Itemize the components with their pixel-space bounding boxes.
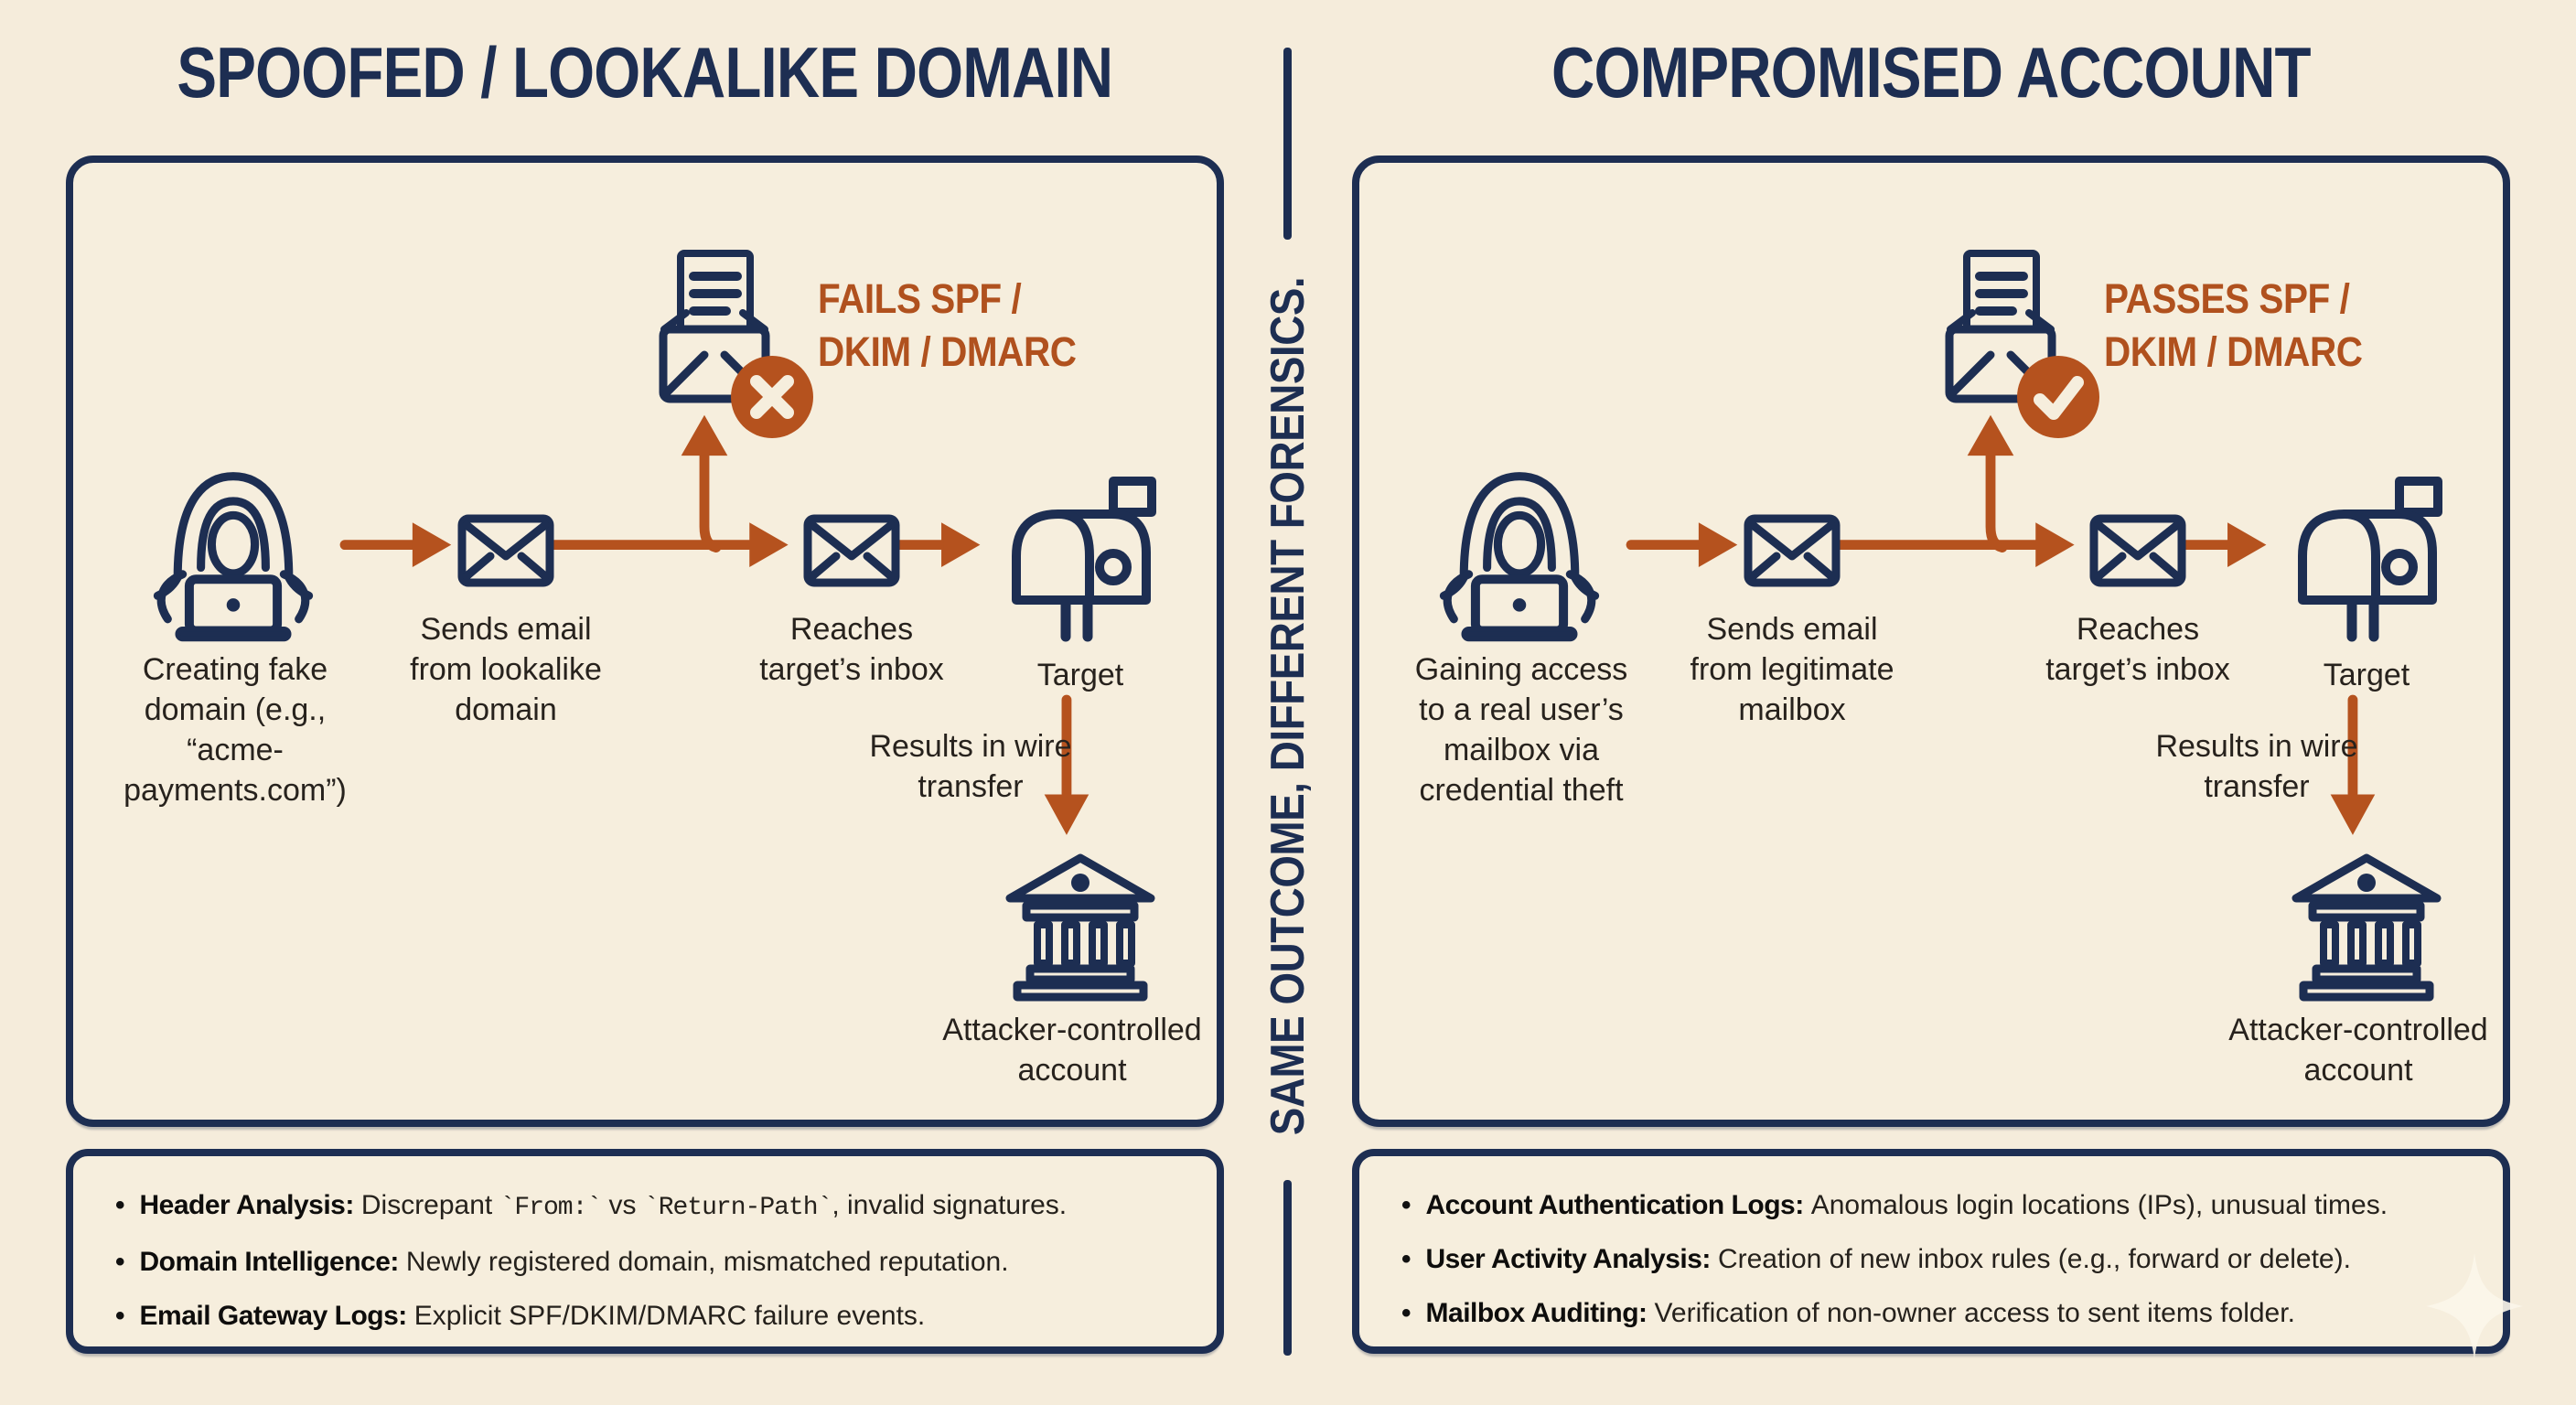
divider-line-top <box>1283 48 1292 240</box>
compromised-forensics-box: •Account Authentication Logs:Anomalous l… <box>1352 1149 2510 1354</box>
spoofed-forensics-box: •Header Analysis:Discrepant `From:` vs `… <box>66 1149 1224 1354</box>
email-sent-icon <box>1744 514 1841 587</box>
forensic-item: •Domain Intelligence:Newly registered do… <box>115 1247 1009 1277</box>
send-step-label: Sends email from lookalike domain <box>410 612 602 727</box>
attacker-hacker-icon <box>1410 465 1629 644</box>
forensic-item: •Account Authentication Logs:Anomalous l… <box>1401 1190 2388 1220</box>
compromised-flow-panel: Gaining access to a real user’s mailbox … <box>1352 156 2510 1127</box>
auth-verdict-label: FAILS SPF / DKIM / DMARC <box>818 275 1077 375</box>
fail-badge-icon <box>731 356 813 438</box>
forensic-item: •Header Analysis:Discrepant `From:` vs `… <box>115 1190 1068 1222</box>
wire-transfer-label: Results in wire transfer <box>2155 729 2358 804</box>
spoofed-flow-panel: Creating fake domain (e.g., “acme-paymen… <box>66 156 1224 1127</box>
sparkle-icon <box>2426 1253 2523 1359</box>
forensics-list: •Account Authentication Logs:Anomalous l… <box>1401 1187 2477 1331</box>
reach-step-label: Reaches target’s inbox <box>759 612 944 687</box>
target-label: Target <box>1036 658 1124 692</box>
attacker-account-label: Attacker-controlled account <box>2228 1013 2488 1088</box>
divider-line-bottom <box>1283 1180 1292 1356</box>
forensic-item: •Email Gateway Logs:Explicit SPF/DKIM/DM… <box>115 1301 926 1331</box>
forensic-item: •Mailbox Auditing:Verification of non-ow… <box>1401 1298 2295 1328</box>
bank-icon <box>2291 851 2442 1003</box>
auth-verdict-label: PASSES SPF / DKIM / DMARC <box>2104 275 2363 375</box>
divider-label: SAME OUTCOME, DIFFERENT FORENSICS. <box>1261 276 1315 1136</box>
target-label: Target <box>2323 658 2410 692</box>
compromised-panel-title: COMPROMISED ACCOUNT <box>1551 32 2312 113</box>
forensics-list: •Header Analysis:Discrepant `From:` vs `… <box>115 1187 1191 1334</box>
send-step-label: Sends email from legitimate mailbox <box>1690 612 1894 727</box>
bank-icon <box>1004 851 1156 1003</box>
pass-badge-icon <box>2017 356 2099 438</box>
forensic-item: •User Activity Analysis:Creation of new … <box>1401 1244 2351 1274</box>
attacker-account-label: Attacker-controlled account <box>942 1013 1202 1088</box>
attacker-step-label: Creating fake domain (e.g., “acme-paymen… <box>123 652 347 808</box>
email-received-icon <box>803 514 900 587</box>
target-mailbox-icon <box>1000 459 1163 642</box>
email-sent-icon <box>457 514 554 587</box>
target-mailbox-icon <box>2286 459 2449 642</box>
attacker-hacker-icon <box>123 465 343 644</box>
wire-transfer-label: Results in wire transfer <box>869 729 1072 804</box>
reach-step-label: Reaches target’s inbox <box>2045 612 2230 687</box>
spoofed-panel-title: SPOOFED / LOOKALIKE DOMAIN <box>177 32 1114 113</box>
attacker-step-label: Gaining access to a real user’s mailbox … <box>1414 652 1628 808</box>
email-received-icon <box>2089 514 2186 587</box>
